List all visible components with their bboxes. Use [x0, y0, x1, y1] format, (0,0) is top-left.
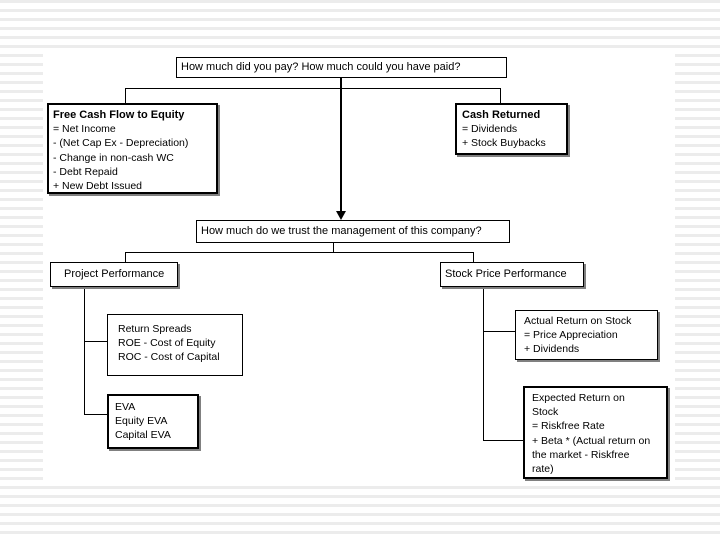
connector-top-branch: [125, 88, 501, 89]
box-title: Stock Price Performance: [445, 268, 567, 281]
box-line: Actual Return on Stock: [524, 315, 632, 327]
connector-stub-return-spreads: [84, 341, 107, 342]
connector-drop-fcfe: [125, 88, 126, 103]
box-line: + Dividends: [524, 343, 580, 356]
box-line: Expected Return on: [532, 392, 625, 404]
box-line: ROE - Cost of Equity: [118, 337, 216, 350]
connector-stub-expected-return: [483, 440, 523, 441]
actual-return-on-stock-box: Actual Return on Stock = Price Appreciat…: [515, 310, 658, 360]
branch-question-text: How much do we trust the management of t…: [201, 225, 482, 238]
expected-return-on-stock-box: Expected Return on Stock = Riskfree Rate…: [523, 386, 668, 479]
box-line: - Debt Repaid: [53, 165, 118, 178]
box-line: Stock: [532, 406, 559, 419]
connector-stub-actual-return: [483, 331, 515, 332]
connector-stub-eva: [84, 414, 107, 415]
top-question-box: How much did you pay? How much could you…: [176, 57, 507, 78]
connector-mid-branch: [125, 252, 474, 253]
connector-project-spine: [84, 287, 85, 415]
return-spreads-box: Return Spreads ROE - Cost of Equity ROC …: [107, 314, 243, 376]
branch-question-box: How much do we trust the management of t…: [196, 220, 510, 243]
box-title: Project Performance: [64, 268, 165, 281]
box-line: = Net Income: [53, 123, 116, 136]
free-cash-flow-to-equity-box: Free Cash Flow to Equity = Net Income - …: [47, 103, 218, 194]
box-line: - Change in non-cash WC: [53, 151, 174, 164]
box-line: ROC - Cost of Capital: [118, 351, 220, 364]
top-question-text: How much did you pay? How much could you…: [181, 61, 461, 74]
eva-box: EVA Equity EVA Capital EVA: [107, 394, 199, 449]
connector-mid-stem: [333, 243, 334, 253]
box-line: Equity EVA: [115, 415, 168, 428]
box-line: EVA: [115, 401, 136, 413]
project-performance-box: Project Performance: [50, 262, 178, 287]
box-line: rate): [532, 463, 554, 476]
connector-drop-cash-returned: [500, 88, 501, 103]
down-arrow-icon: [336, 211, 346, 220]
box-line: = Riskfree Rate: [532, 420, 605, 433]
box-line: - (Net Cap Ex - Depreciation): [53, 137, 189, 150]
connector-top-stem: [340, 77, 342, 211]
cash-returned-box: Cash Returned = Dividends + Stock Buybac…: [455, 103, 568, 155]
box-line: + Beta * (Actual return on: [532, 434, 651, 447]
box-line: Return Spreads: [118, 323, 192, 335]
connector-stock-spine: [483, 287, 484, 441]
box-line: the market - Riskfree: [532, 448, 630, 461]
connector-drop-project: [125, 252, 126, 262]
box-line: + New Debt Issued: [53, 180, 143, 193]
connector-drop-stock: [473, 252, 474, 262]
box-line: + Stock Buybacks: [462, 137, 546, 150]
box-line: = Dividends: [462, 123, 518, 136]
box-line: Capital EVA: [115, 429, 171, 442]
box-title: Cash Returned: [462, 109, 541, 121]
box-title: Free Cash Flow to Equity: [53, 109, 185, 121]
box-line: = Price Appreciation: [524, 329, 618, 342]
stock-price-performance-box: Stock Price Performance: [440, 262, 584, 287]
